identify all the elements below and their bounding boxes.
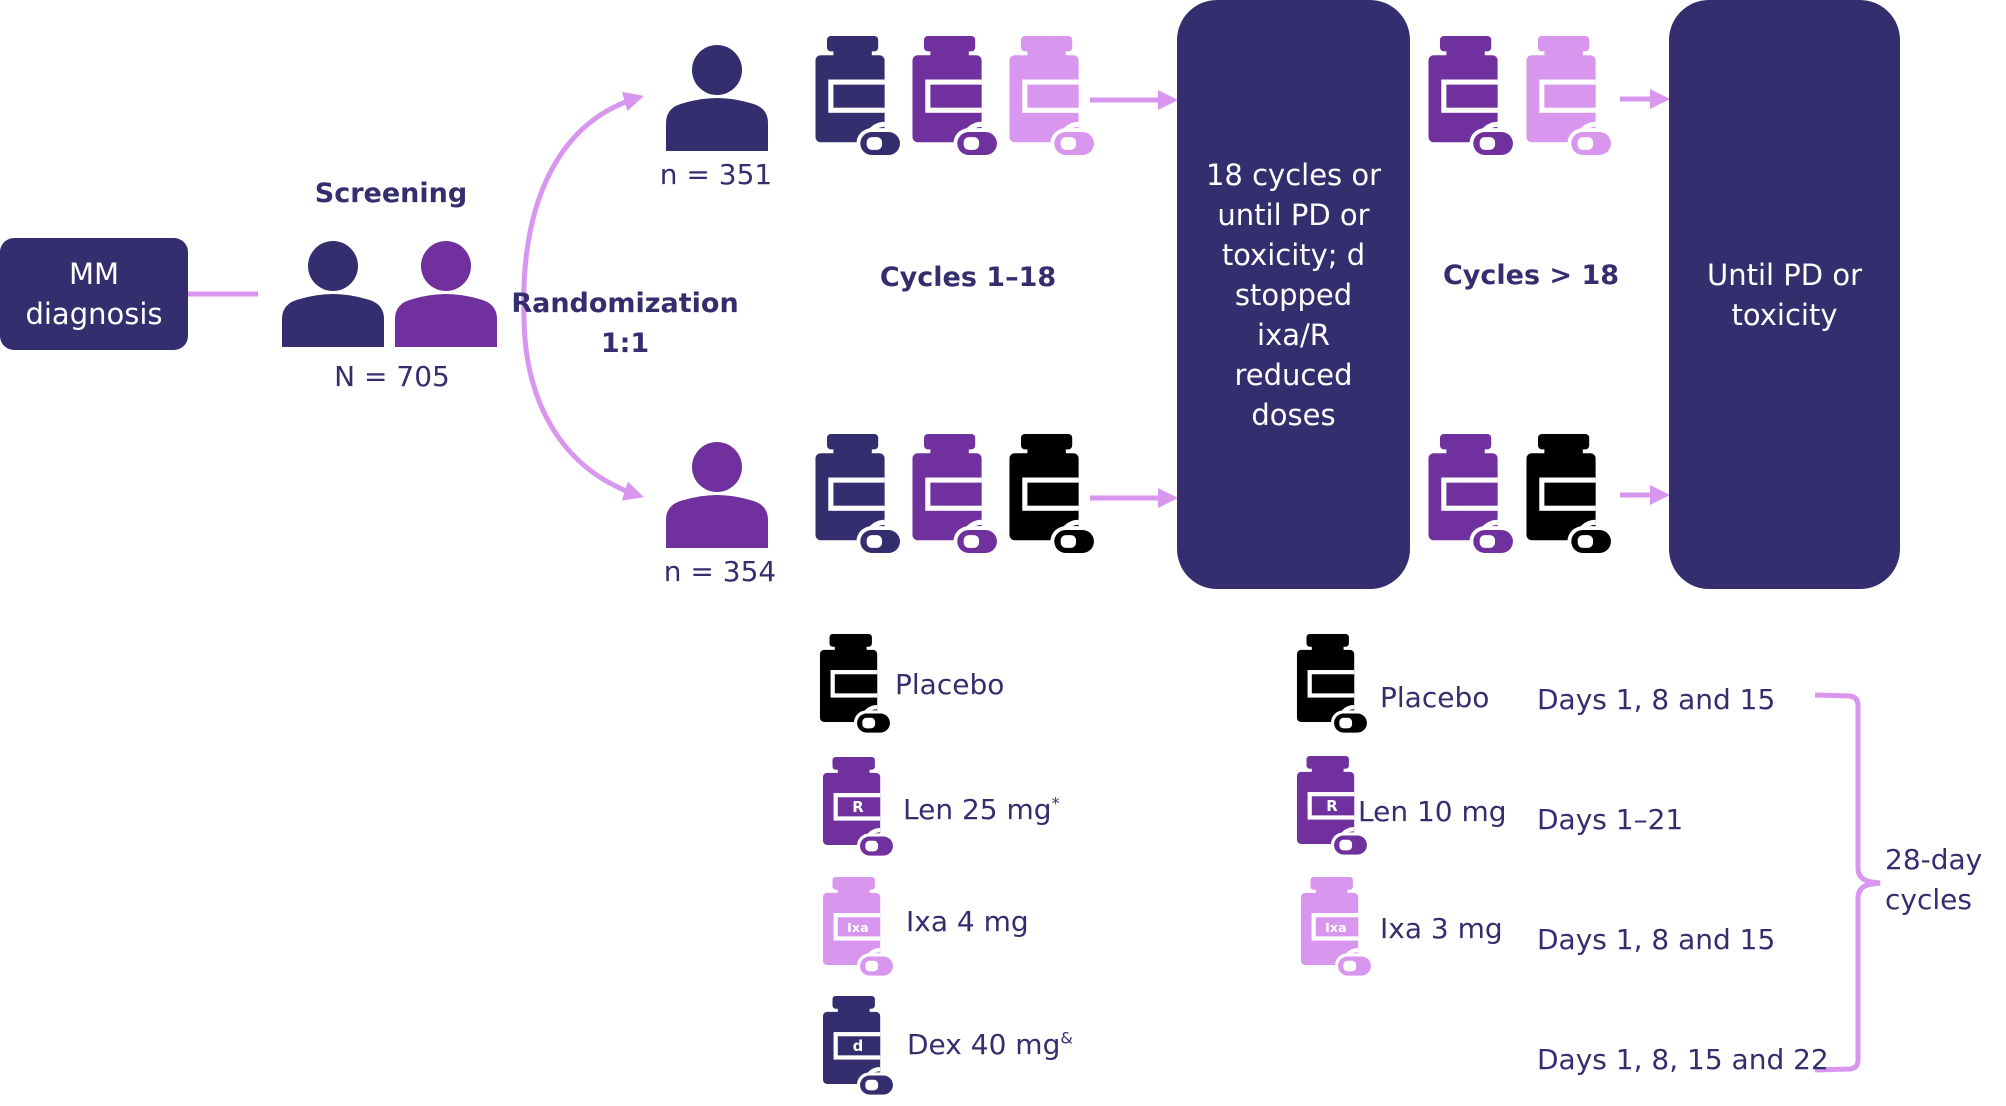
footnote-marker: & <box>1060 1028 1073 1048</box>
svg-text:R: R <box>1326 798 1338 815</box>
dex-legend-icon: d <box>822 996 896 1106</box>
cycle-length-label: 28-day cycles <box>1885 843 1983 916</box>
placebo-bottle-icon <box>1009 434 1097 566</box>
ixa-bottle-icon <box>1526 36 1614 168</box>
legend-placebo-label: Placebo <box>895 668 1005 701</box>
placebo-legend-icon <box>819 634 893 744</box>
legend-len-label: Len 25 mg* <box>903 793 1060 826</box>
len-bottle-icon <box>1428 36 1516 168</box>
mm-diagnosis-label: MM diagnosis <box>25 257 163 331</box>
arm1-person-icon <box>666 45 768 155</box>
placebo-bottle-icon <box>1526 434 1614 566</box>
transition-box: 18 cycles or until PD or toxicity; d sto… <box>1177 0 1410 589</box>
legend-placebo-label: Placebo <box>1380 681 1490 714</box>
len-bottle-icon <box>912 36 1000 168</box>
randomization-arrow-top <box>521 91 644 319</box>
legend-len-label: Len 10 mg <box>1358 795 1507 828</box>
legend-dex-text: Dex 40 mg <box>907 1028 1061 1061</box>
len-legend-icon: R <box>822 757 896 867</box>
placebo-legend-icon <box>1296 634 1370 744</box>
schedule-placebo: Days 1, 8 and 15 <box>1537 683 1776 716</box>
randomization-ratio: 1:1 <box>600 328 650 359</box>
final-box: Until PD or toxicity <box>1669 0 1900 589</box>
ixa-bottle-icon <box>1009 36 1097 168</box>
screening-title: Screening <box>314 178 468 209</box>
person-icon <box>282 241 384 351</box>
schedule-ixa: Days 1, 8 and 15 <box>1537 923 1776 956</box>
svg-text:d: d <box>853 1038 864 1055</box>
len-bottle-icon <box>912 434 1000 566</box>
final-box-text: Until PD or toxicity <box>1706 257 1862 332</box>
legend-ixa-label: Ixa 3 mg <box>1380 912 1503 945</box>
arm1-count: n = 351 <box>659 158 773 191</box>
legend-dex-label: Dex 40 mg& <box>907 1028 1073 1061</box>
svg-text:Ixa: Ixa <box>1325 920 1347 935</box>
len-legend-icon: R <box>1296 756 1370 866</box>
cycles-gt-18-label: Cycles > 18 <box>1442 260 1620 291</box>
footnote-marker: * <box>1051 793 1060 813</box>
len-bottle-icon <box>1428 434 1516 566</box>
randomization-label: Randomization <box>511 288 739 319</box>
dex-bottle-icon <box>815 434 903 566</box>
cycle-brace <box>1814 692 1881 1073</box>
svg-text:R: R <box>852 799 864 816</box>
screening-count: N = 705 <box>334 360 450 393</box>
dex-bottle-icon <box>815 36 903 168</box>
svg-text:Ixa: Ixa <box>847 920 869 935</box>
ixa-legend-icon: Ixa <box>1300 877 1374 987</box>
schedule-dex: Days 1, 8, 15 and 22 <box>1537 1043 1829 1076</box>
legend-len-text: Len 25 mg <box>903 793 1052 826</box>
mm-diagnosis-box: MM diagnosis <box>0 238 188 350</box>
randomization-arrow-bottom <box>521 317 644 501</box>
arm2-person-icon <box>666 442 768 552</box>
transition-box-text: 18 cycles or until PD or toxicity; d sto… <box>1205 157 1382 432</box>
arm2-count: n = 354 <box>663 555 777 588</box>
person-icon <box>395 241 497 351</box>
cycles-1-18-label: Cycles 1–18 <box>879 262 1057 293</box>
legend-ixa-label: Ixa 4 mg <box>906 905 1029 938</box>
schedule-len: Days 1–21 <box>1537 803 1684 836</box>
ixa-legend-icon: Ixa <box>822 877 896 987</box>
